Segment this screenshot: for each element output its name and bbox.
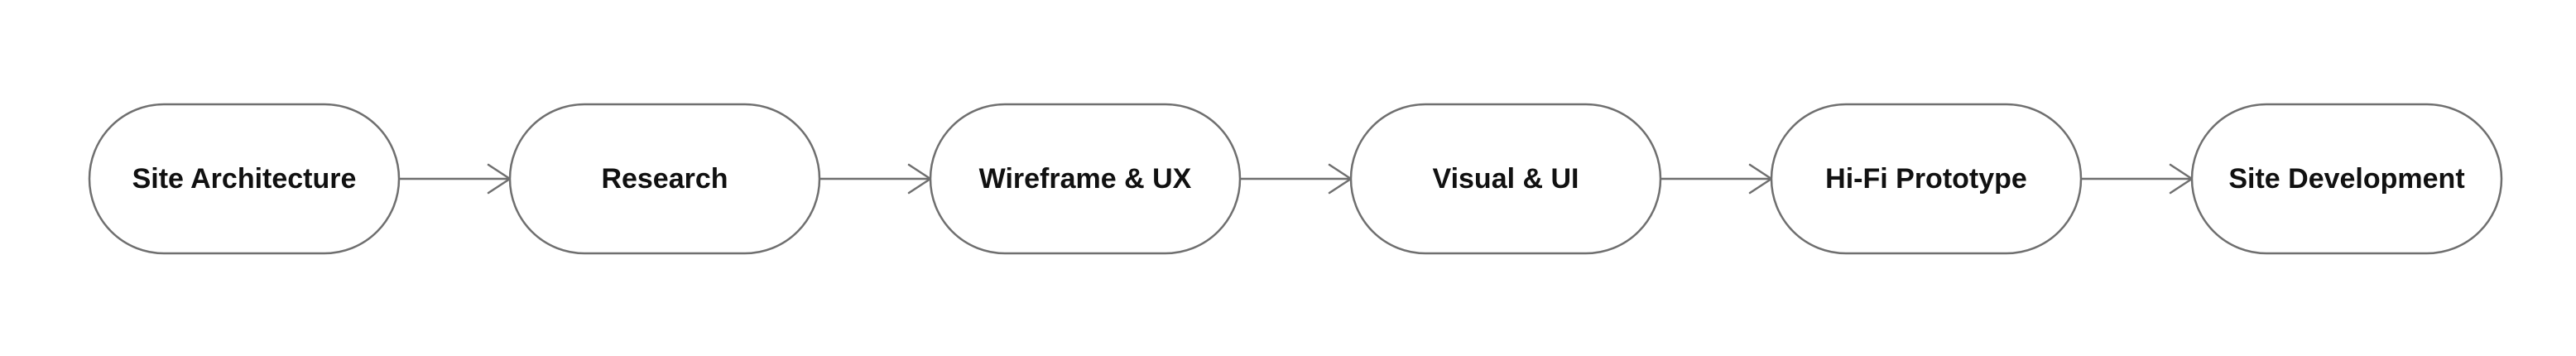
node-site-development: Site Development xyxy=(2190,103,2503,255)
node-hifi-prototype: Hi-Fi Prototype xyxy=(1770,103,2083,255)
node-research: Research xyxy=(508,103,821,255)
node-wireframe-ux: Wireframe & UX xyxy=(929,103,1242,255)
node-site-development-box xyxy=(2190,103,2503,255)
node-site-architecture-label: Site Architecture xyxy=(132,163,357,195)
connector-research-to-wireframe-ux xyxy=(819,163,932,195)
node-site-development-label: Site Development xyxy=(2228,163,2464,195)
connector-hifi-prototype-to-site-development xyxy=(2081,163,2194,195)
node-hifi-prototype-label: Hi-Fi Prototype xyxy=(1825,163,2027,195)
node-wireframe-ux-box xyxy=(929,103,1242,255)
node-research-label: Research xyxy=(601,163,728,195)
node-site-architecture-box xyxy=(88,103,401,255)
connector-site-architecture-to-research xyxy=(399,163,512,195)
node-research-box xyxy=(508,103,821,255)
node-visual-ui: Visual & UI xyxy=(1349,103,1662,255)
connector-wireframe-ux-to-visual-ui xyxy=(1240,163,1353,195)
connector-visual-ui-to-hifi-prototype xyxy=(1660,163,1773,195)
node-wireframe-ux-label: Wireframe & UX xyxy=(979,163,1192,195)
node-visual-ui-label: Visual & UI xyxy=(1433,163,1579,195)
node-hifi-prototype-box xyxy=(1770,103,2083,255)
node-site-architecture: Site Architecture xyxy=(88,103,401,255)
node-visual-ui-box xyxy=(1349,103,1662,255)
nodes-layer: Site Architecture Research Wireframe & UX V… xyxy=(88,103,2503,255)
